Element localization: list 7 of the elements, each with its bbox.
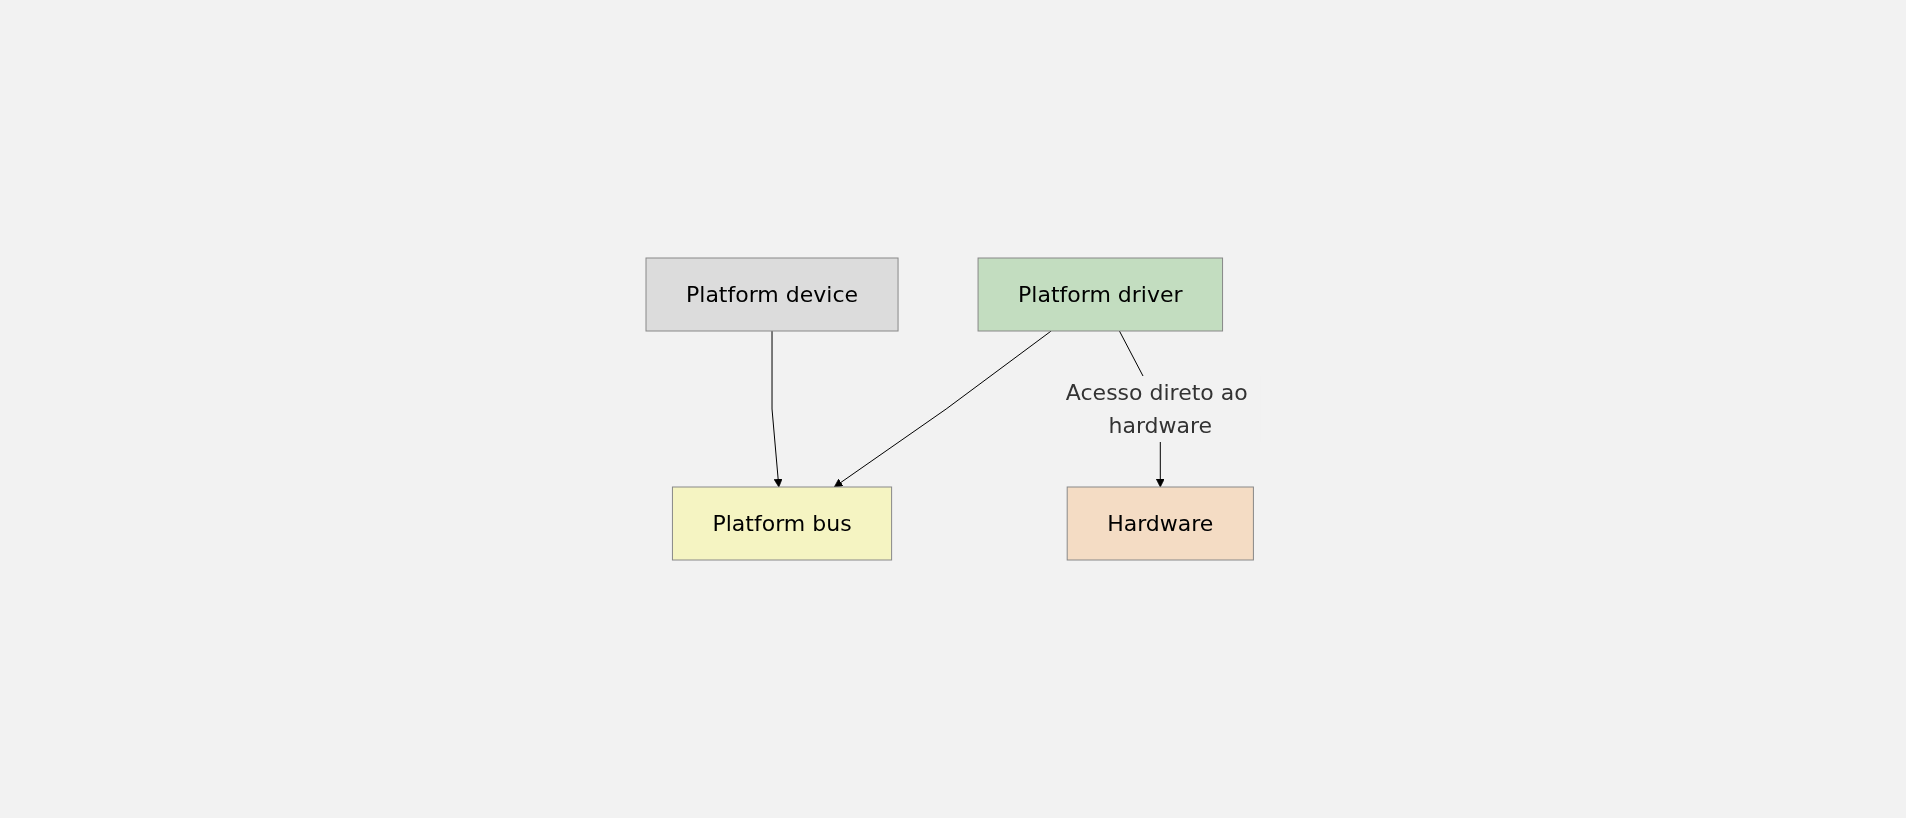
node-box: Hardware [1066, 486, 1254, 561]
arrow [771, 330, 783, 488]
edge-label: Acesso direto ao hardware [1065, 380, 1248, 438]
node-box: Platform device [645, 257, 899, 332]
node-box: Platform driver [977, 257, 1223, 332]
arrow [833, 330, 1052, 488]
node-box: Platform bus [671, 486, 892, 561]
